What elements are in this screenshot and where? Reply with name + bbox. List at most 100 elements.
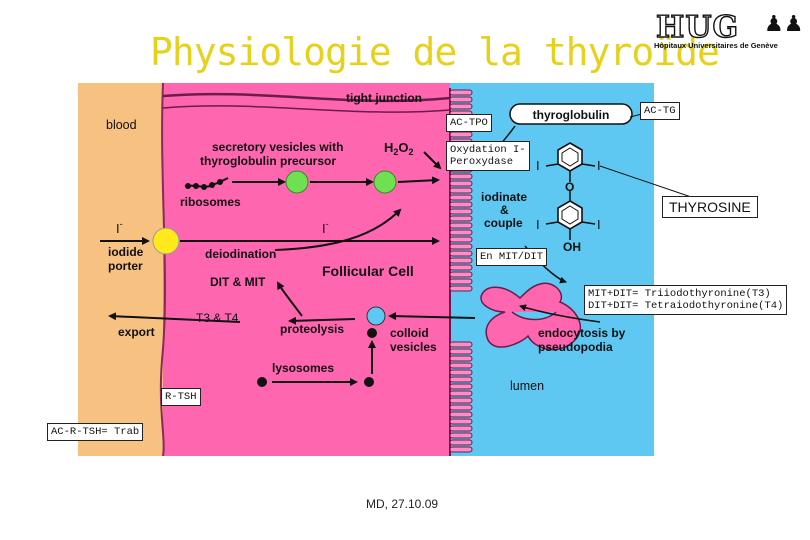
callout-thyrosine — [599, 165, 701, 201]
arrow-deiodination — [274, 208, 402, 251]
ac-tpo-box: AC-TPO — [446, 114, 492, 132]
iodide-ion-label-left: I- — [116, 219, 123, 236]
microvillus — [449, 180, 473, 187]
tyrosine-molecule-bottom — [545, 190, 596, 240]
microvillus — [449, 355, 473, 362]
tight-junction-label: tight junction — [346, 91, 422, 105]
endocytosis-label-2: pseudopodia — [538, 340, 613, 354]
arrow-pseudopod — [519, 304, 601, 323]
microvillus — [449, 264, 473, 271]
en-mit-dit-box: En MIT/DIT — [476, 248, 548, 266]
iodine-label-4: I — [597, 217, 601, 232]
microvillus — [449, 271, 473, 278]
microvillus — [449, 208, 473, 215]
microvillus — [449, 376, 473, 383]
endocytosis-label-1: endocytosis by — [538, 326, 626, 340]
ribosomes-label: ribosomes — [180, 195, 241, 209]
colloid-vesicles-label-1: colloid — [390, 326, 429, 340]
iodide-porter-channel — [152, 227, 180, 255]
arrow-endocytosis — [388, 312, 476, 321]
slide-title: Physiologie de la thyroïde — [150, 30, 720, 74]
ac-r-tsh-box: AC-R-TSH= Trab — [47, 423, 144, 441]
blood-region — [78, 83, 163, 456]
microvillus — [449, 222, 473, 229]
microvillus — [449, 229, 473, 236]
logo-wordmark: HUG — [655, 9, 740, 45]
arrow-vesicle-to-membrane — [397, 176, 440, 185]
iodide-porter-label-2: porter — [108, 259, 143, 273]
microvillus — [449, 390, 473, 397]
microvillus — [449, 285, 473, 292]
dit-mit-label: DIT & MIT — [210, 275, 266, 289]
microvillus — [449, 89, 473, 96]
ac-tg-box: AC-TG — [640, 102, 680, 120]
microvillus — [449, 103, 473, 110]
microvillus — [449, 362, 473, 369]
iodinate-label-1: iodinate — [481, 190, 527, 204]
oxydation-line-1: Oxydation I- — [450, 144, 526, 156]
iodinate-label-3: couple — [484, 216, 523, 230]
microvillus — [449, 341, 473, 348]
oxydation-box: Oxydation I- Peroxydase — [446, 141, 530, 171]
microvillus — [449, 236, 473, 243]
secretory-vesicles-label-2: thyroglobulin precursor — [200, 154, 336, 168]
microvillus — [449, 96, 473, 103]
iodide-ion-label-right: I- — [322, 219, 329, 236]
colloid-vesicles-label-2: vesicles — [390, 340, 437, 354]
microvillus — [449, 194, 473, 201]
secretory-vesicles-label-1: secretory vesicles with — [212, 140, 343, 154]
microvillus — [449, 131, 473, 138]
iodine-label-1: I — [536, 158, 540, 173]
arrow-vesicle-proteolysis — [288, 316, 356, 325]
lumen-label: lumen — [510, 379, 544, 393]
logo-subtitle: Hôpitaux Universitaires de Genève — [654, 41, 778, 50]
hydroxyl-label: OH — [563, 240, 581, 254]
arrow-export — [108, 312, 241, 323]
microvillus — [449, 425, 473, 432]
microvillus — [449, 215, 473, 222]
export-label: export — [118, 325, 155, 339]
iodide-porter-label-1: iodide — [108, 245, 144, 259]
basal-membrane — [159, 82, 166, 457]
logo-figures-icon: ♟♟ — [764, 12, 804, 37]
thyroglobulin-label: thyroglobulin — [533, 108, 610, 122]
colloid-vesicle — [366, 306, 386, 326]
mit-dit-box: MIT+DIT= Triiodothyronine(T3) DIT+DIT= T… — [584, 285, 788, 315]
microvillus — [449, 278, 473, 285]
microvillus — [449, 257, 473, 264]
hug-logo: HUG ♟♟ Hôpitaux Universitaires de Genève — [652, 9, 804, 52]
h2o2-label: H2O2 — [384, 140, 414, 157]
deiodination-label: deiodination — [205, 247, 276, 261]
microvillus — [449, 404, 473, 411]
iodine-label-3: I — [536, 217, 540, 232]
mit-dit-line-1: MIT+DIT= Triiodothyronine(T3) — [588, 288, 771, 300]
microvillus — [449, 397, 473, 404]
follicular-cell-label: Follicular Cell — [322, 263, 414, 279]
microvillus — [449, 411, 473, 418]
microvillus — [449, 187, 473, 194]
top-membrane-inner — [162, 105, 451, 113]
tyrosine-molecule-top — [545, 142, 596, 182]
footer-date: MD, 27.10.09 — [366, 497, 439, 511]
t3-t4-label: T3 & T4 — [196, 311, 239, 325]
mit-dit-line-2: DIT+DIT= Tetraiodothyronine(T4) — [588, 300, 784, 312]
thyrosine-box: THYROSINE — [662, 196, 758, 218]
iodine-label-2: I — [597, 158, 601, 173]
microvillus — [449, 250, 473, 257]
microvillus — [449, 348, 473, 355]
microvillus — [449, 418, 473, 425]
blood-label: blood — [106, 118, 137, 132]
ribosome-chain-icon — [184, 177, 229, 190]
microvillus — [449, 432, 473, 439]
microvillus — [449, 243, 473, 250]
proteolysis-label: proteolysis — [280, 322, 344, 336]
lysosome-dot-2 — [257, 377, 267, 387]
lysosome-dot-1 — [367, 328, 377, 338]
apical-microvilli — [449, 88, 473, 456]
oxygen-label: O — [565, 180, 574, 194]
secretory-vesicle-2 — [373, 170, 397, 194]
lysosomes-label: lysosomes — [272, 361, 334, 375]
microvillus — [449, 439, 473, 446]
